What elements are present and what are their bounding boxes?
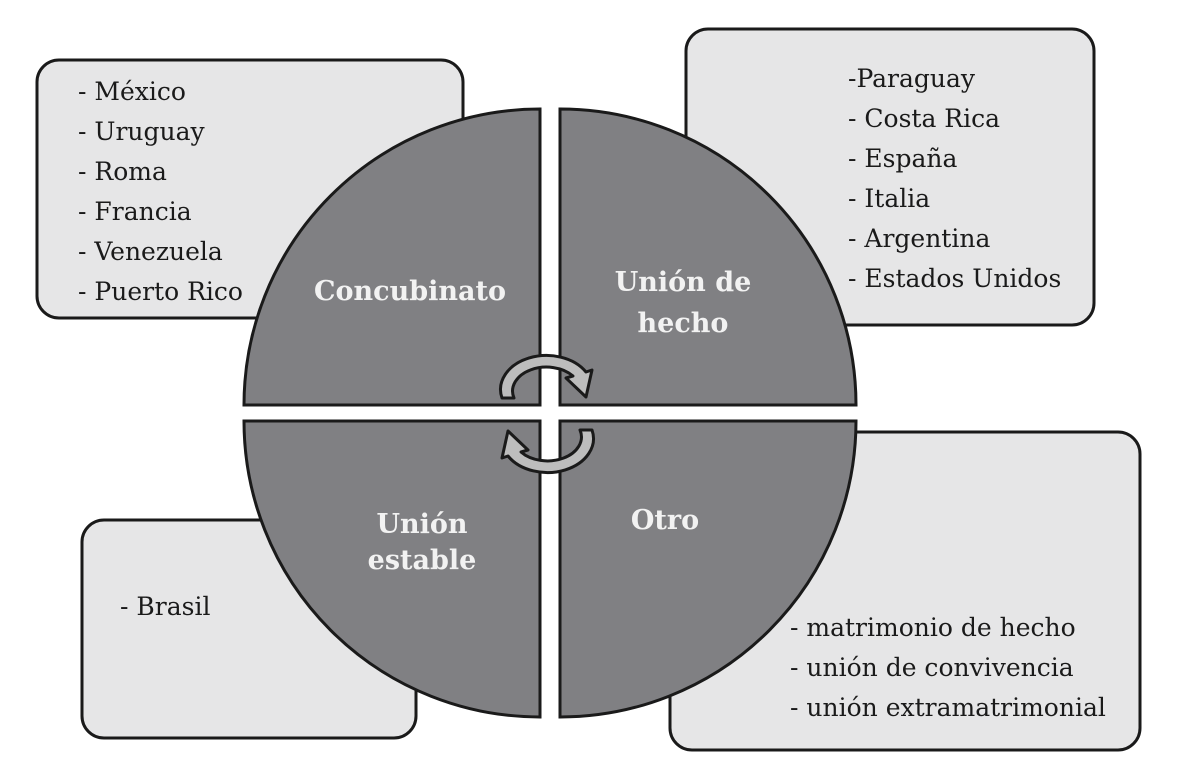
list-item: - Estados Unidos (848, 264, 1061, 293)
list-item: - Italia (848, 184, 930, 213)
list-item: - Puerto Rico (78, 277, 243, 306)
quadrant-label-union-de-hecho-line1: Unión de (615, 267, 752, 298)
cycle-arrow-bottom-icon (500, 428, 595, 475)
list-item: - unión de convivencia (790, 653, 1074, 682)
list-item: -Paraguay (848, 64, 976, 93)
quadrant-label-union-de-hecho-line2: hecho (638, 308, 729, 339)
quadrant-label-otro: Otro (631, 505, 699, 536)
list-item: - Francia (78, 197, 192, 226)
list-item: - España (848, 144, 957, 173)
list-item: - Argentina (848, 224, 990, 253)
quadrant-label-concubinato: Concubinato (314, 276, 506, 307)
quadrant-label-union-estable-line1: Unión (376, 509, 467, 540)
list-item: - Uruguay (78, 117, 206, 146)
quadrant-concubinato (242, 107, 542, 407)
list-item: - Venezuela (78, 237, 223, 266)
quadrant-union-estable (242, 419, 542, 719)
list-item: - unión extramatrimonial (790, 693, 1106, 722)
list-item: - Costa Rica (848, 104, 1000, 133)
list-item: - Roma (78, 157, 167, 186)
cycle-arrow-top-icon (499, 353, 594, 400)
list-item: - Brasil (120, 592, 210, 621)
quadrant-otro (558, 419, 858, 719)
quadrant-union-de-hecho (558, 107, 858, 407)
quadrant-label-union-estable-line2: estable (368, 545, 477, 576)
list-item: - México (78, 77, 186, 106)
list-item: - matrimonio de hecho (790, 613, 1076, 642)
